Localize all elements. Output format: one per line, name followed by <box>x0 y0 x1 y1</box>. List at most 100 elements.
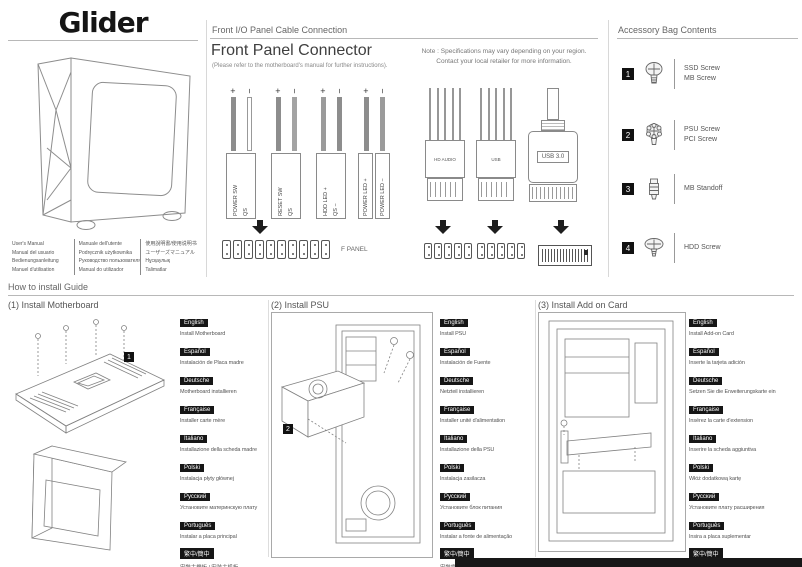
connector-body: HD AUDIO <box>425 140 465 178</box>
connector-plug-face <box>478 178 514 201</box>
psu-install-image-box <box>271 312 433 558</box>
language-list-psu: English Install PSU Español Instalación … <box>440 311 536 567</box>
wires <box>425 88 465 140</box>
connector-plug-face <box>427 178 463 201</box>
language-tag: English <box>440 319 468 327</box>
usb3-label: USB 3.0 <box>536 151 570 163</box>
polarity-labels: + − <box>312 86 350 96</box>
section-divider <box>617 38 798 39</box>
language-entry: Русский Установите материнскую плату <box>180 485 276 511</box>
language-instruction: Установите плату расширения <box>689 504 765 511</box>
manual-label: 使用說明書/使用说明书 <box>145 241 197 247</box>
guide-title-motherboard: (1) Install Motherboard <box>8 300 99 310</box>
standoff-icon <box>649 178 659 200</box>
hdd-led-connector: + − HDD LED + QS − <box>312 86 350 219</box>
down-arrow-icon <box>252 220 268 234</box>
plus-label: + <box>363 86 369 96</box>
accessory-label: MB Standoff <box>684 185 723 192</box>
language-entry: Português Insira a placa suplementar <box>689 514 801 540</box>
plus-label: + <box>230 86 236 96</box>
language-entry: Polski Włóż dodatkową kartę <box>689 456 801 482</box>
language-tag: Française <box>180 406 215 414</box>
language-entry: Deutsche Setzen Sie die Erweiterungskart… <box>689 369 801 395</box>
item-divider <box>674 233 675 263</box>
item-number-badge: 1 <box>622 68 634 80</box>
connector-label: HDD LED + <box>323 187 329 216</box>
note-line1: Note : Specifications may vary depending… <box>421 48 587 55</box>
manual-label: User's Manual <box>12 241 44 247</box>
language-tag: Deutsche <box>689 377 723 385</box>
language-instruction: Instalación de Placa madre <box>180 359 244 366</box>
language-tag: Italiano <box>689 435 717 443</box>
language-instruction: Install PSU <box>440 330 467 337</box>
item-divider <box>674 174 675 204</box>
connector-body: USB <box>476 140 516 178</box>
column-divider <box>268 300 269 557</box>
screw-icon <box>645 62 663 84</box>
usb-header <box>477 243 525 259</box>
screw-icon <box>646 123 662 145</box>
addon-card-image-box <box>538 312 686 552</box>
language-entry: English Install PSU <box>440 311 536 337</box>
language-entry: Русский Установите плату расширения <box>689 485 801 511</box>
manual-label: ユーザーズマニュアル <box>145 249 195 256</box>
column-divider <box>206 20 207 277</box>
language-instruction: Instalar a placa principal <box>180 533 237 540</box>
minus-label: − <box>334 88 345 94</box>
motherboard-install-illustration <box>15 319 165 551</box>
front-panel-title: Front Panel Connector <box>211 42 372 59</box>
language-entry: Português Instalar a placa principal <box>180 514 276 540</box>
item-number-badge: 4 <box>622 242 634 254</box>
language-entry: Português Instalar a fonte de alimentaçã… <box>440 514 536 540</box>
note-line2: Contact your local retailer for more inf… <box>436 57 572 65</box>
language-instruction: Instalación de Fuente <box>440 359 491 366</box>
language-tag: Française <box>689 406 724 414</box>
accessory-label: PSU Screw <box>684 126 720 133</box>
connector-label: QS <box>288 208 294 216</box>
connector-body: POWER LED − <box>375 153 390 219</box>
connector-label: POWER LED + <box>362 178 369 216</box>
plus-label: + <box>320 86 326 96</box>
language-instruction: Setzen Sie die Erweiterungskarte ein <box>689 388 776 395</box>
item-number-badge: 2 <box>622 129 634 141</box>
language-entry: English Install Motherboard <box>180 311 276 337</box>
language-tag: Française <box>440 406 475 414</box>
down-arrow-icon <box>435 220 451 234</box>
polarity-labels: + − <box>222 86 260 96</box>
language-entry: Español Instalación de Placa madre <box>180 340 276 366</box>
language-instruction: Włóż dodatkową kartę <box>689 475 742 482</box>
language-instruction: Installer unité d'alimentation <box>440 417 506 424</box>
language-instruction: 安裝主機板 / 安装主机板 <box>180 563 276 567</box>
language-instruction: Установите материнскую плату <box>180 504 258 511</box>
accessory-label: SSD Screw <box>684 65 720 72</box>
language-tag: 繁中/簡中 <box>180 548 214 559</box>
language-instruction: Insira a placa suplementar <box>689 533 751 540</box>
language-instruction: Netzteil installieren <box>440 388 485 395</box>
section-divider <box>8 295 794 296</box>
language-tag: Português <box>689 522 725 530</box>
manual-label: Talimatlar <box>145 266 167 273</box>
cable-collar <box>541 120 565 131</box>
f-panel-connector <box>222 240 330 259</box>
minus-label: − <box>244 88 255 94</box>
connector-body: HDD LED + QS − <box>316 153 346 219</box>
language-instruction: Instalacja płyty głównej <box>180 475 234 482</box>
language-tag: English <box>689 319 717 327</box>
brand-logo: Glider <box>58 6 148 39</box>
language-tag: Italiano <box>180 435 208 443</box>
hd-audio-connector: HD AUDIO <box>425 88 465 201</box>
manual-label: Нұсқаулық <box>145 258 170 264</box>
language-instruction: Instalacja zasilacza <box>440 475 486 482</box>
language-instruction: Inserte la tarjeta adición <box>689 359 745 366</box>
language-tag: Español <box>180 348 210 356</box>
language-entry: Polski Instalacja płyty głównej <box>180 456 276 482</box>
power-sw-connector: + − POWER SW QS <box>222 86 260 219</box>
usb-label: USB <box>491 156 501 162</box>
usb3-header <box>538 245 592 266</box>
language-entry: Italiano Installazione della PSU <box>440 427 536 453</box>
